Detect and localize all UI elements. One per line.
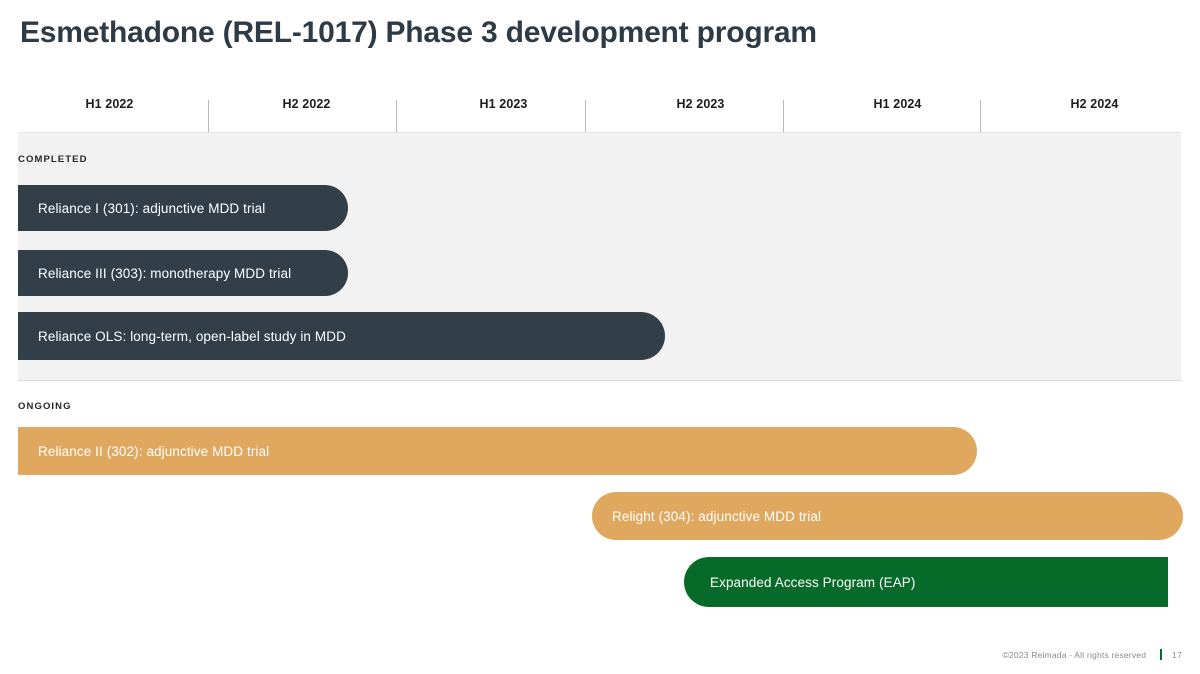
timeline-period-h1-2022: H1 2022 — [85, 97, 134, 111]
gantt-bar-label: Reliance II (302): adjunctive MDD trial — [38, 443, 270, 459]
section-label-ongoing: ONGOING — [18, 401, 72, 412]
footer-separator-icon — [1160, 649, 1163, 660]
gantt-bar-label: Reliance III (303): monotherapy MDD tria… — [38, 265, 292, 281]
gantt-bar-label: Reliance OLS: long-term, open-label stud… — [38, 328, 346, 344]
timeline-period-h1-2024: H1 2024 — [873, 97, 922, 111]
timeline-period-h1-2023: H1 2023 — [479, 97, 528, 111]
gantt-bar-reliance-i-301[interactable]: Reliance I (301): adjunctive MDD trial — [18, 185, 348, 231]
timeline-header: H1 2022 H2 2022 H1 2023 H2 2023 H1 2024 … — [11, 84, 1181, 124]
footer-copyright: ©2023 Relmada - All rights reserved — [1002, 649, 1147, 660]
gantt-bar-reliance-iii-303[interactable]: Reliance III (303): monotherapy MDD tria… — [18, 250, 348, 296]
gantt-bar-reliance-ols[interactable]: Reliance OLS: long-term, open-label stud… — [18, 312, 665, 360]
gantt-bar-label: Relight (304): adjunctive MDD trial — [612, 508, 822, 524]
gantt-chart: H1 2022 H2 2022 H1 2023 H2 2023 H1 2024 … — [0, 84, 1200, 644]
timeline-period-h2-2023: H2 2023 — [676, 97, 725, 111]
footer-page-number: 17 — [1172, 649, 1182, 660]
gantt-bar-reliance-ii-302[interactable]: Reliance II (302): adjunctive MDD trial — [18, 427, 977, 475]
timeline-period-h2-2022: H2 2022 — [282, 97, 331, 111]
section-label-completed: COMPLETED — [18, 154, 88, 165]
gantt-bar-label: Expanded Access Program (EAP) — [710, 574, 916, 590]
footer: ©2023 Relmada - All rights reserved 17 — [1002, 649, 1182, 660]
page-title: Esmethadone (REL-1017) Phase 3 developme… — [20, 16, 817, 49]
gantt-bar-label: Reliance I (301): adjunctive MDD trial — [38, 200, 266, 216]
gantt-bar-expanded-access-program[interactable]: Expanded Access Program (EAP) — [684, 557, 1168, 607]
timeline-period-h2-2024: H2 2024 — [1070, 97, 1119, 111]
gantt-bar-relight-304[interactable]: Relight (304): adjunctive MDD trial — [592, 492, 1183, 540]
